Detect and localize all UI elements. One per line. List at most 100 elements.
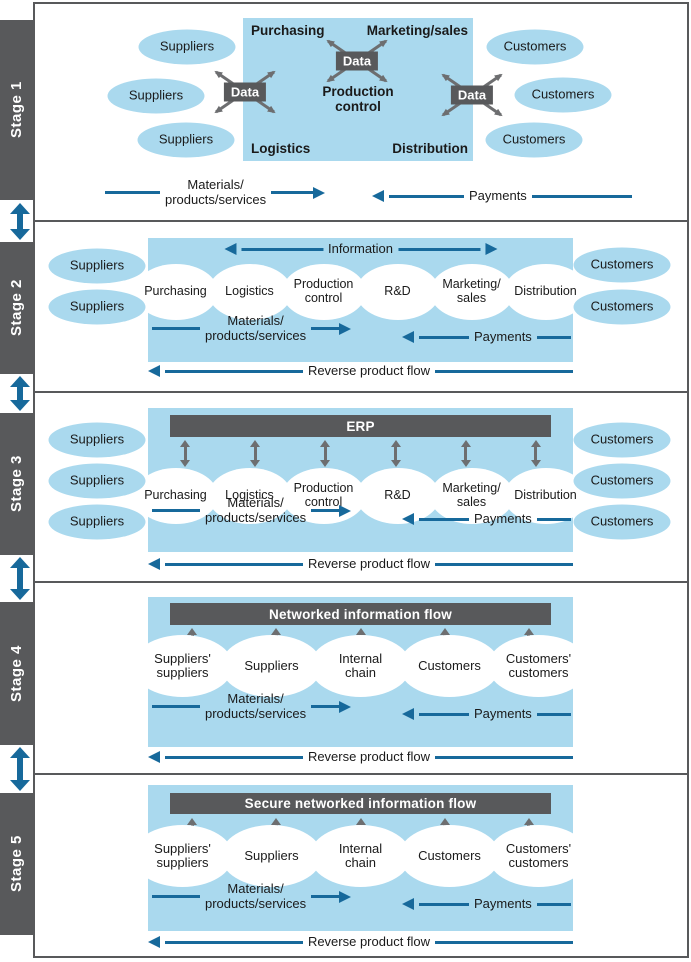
- payments-flow-arrow: Payments: [402, 329, 571, 345]
- stage-3-rail-label: Stage 3: [8, 455, 25, 513]
- arrow-shaft: [536, 712, 571, 716]
- suppliers-ellipse: Suppliers: [48, 422, 146, 458]
- arrow-shaft: [536, 517, 571, 521]
- data-exchange-badge: Data: [434, 68, 510, 122]
- payments-flow-arrow: Payments: [402, 511, 571, 527]
- arrow-right: [311, 504, 352, 517]
- arrow-left-icon: [402, 513, 414, 526]
- function-label-logistics: Logistics: [251, 141, 311, 156]
- customers-ellipse: Customers: [573, 504, 671, 540]
- arrow-shaft: [17, 758, 23, 780]
- arrow-shaft: [435, 562, 573, 566]
- arrow-left-icon: [148, 365, 160, 378]
- materials-flow-label: Materials/ products/services: [205, 881, 307, 911]
- data-exchange-badge: Data: [319, 34, 395, 88]
- arrow-left-icon: [148, 751, 160, 764]
- reverse-product-flow-arrow: Reverse product flow: [148, 556, 573, 572]
- customers-ellipse: Customers: [514, 77, 612, 113]
- arrow-shaft: [165, 369, 303, 373]
- arrow-down-icon: [10, 780, 30, 791]
- arrow-shaft: [389, 194, 464, 198]
- stage-4-chain-box: Networked information flow Suppliers' su…: [132, 597, 589, 747]
- arrow-shaft: [536, 902, 571, 906]
- function-ellipse-purchasing: Purchasing: [133, 264, 218, 320]
- stage-3-panel: ERP Purchasing Logistics Production cont…: [33, 391, 689, 583]
- stage-5-panel: Secure networked information flow Suppli…: [33, 773, 689, 958]
- arrow-left-icon: [148, 936, 160, 949]
- arrow-shaft: [152, 895, 200, 899]
- stage-4-panel: Networked information flow Suppliers' su…: [33, 581, 689, 775]
- erp-bar: ERP: [170, 415, 551, 437]
- suppliers-ellipse: Suppliers: [138, 29, 236, 65]
- arrow-shaft: [165, 562, 303, 566]
- function-ellipse-logistics: Logistics: [207, 468, 292, 524]
- arrow-shaft: [152, 705, 200, 709]
- function-ellipse-distribution: Distribution: [503, 264, 588, 320]
- arrow-shaft: [435, 940, 573, 944]
- payments-flow-label: Payments: [474, 329, 532, 344]
- arrow-shaft: [419, 517, 469, 521]
- arrow-right: [311, 890, 352, 903]
- suppliers-ellipse: Suppliers: [48, 248, 146, 284]
- arrow-left-icon: [402, 898, 414, 911]
- payments-flow-label: Payments: [474, 896, 532, 911]
- reverse-product-flow-arrow: Reverse product flow: [148, 749, 573, 765]
- arrow-shaft: [152, 327, 200, 331]
- payments-flow-label: Payments: [474, 511, 532, 526]
- function-ellipse-row: Purchasing Logistics Production control …: [133, 468, 588, 524]
- arrow-right-icon: [339, 504, 352, 517]
- payments-flow-arrow: Payments: [402, 896, 571, 912]
- chain-ellipse-suppliers: Suppliers: [221, 825, 322, 887]
- stage-5-rail: Stage 5: [0, 793, 33, 935]
- data-exchange-badge: Data: [207, 65, 283, 119]
- arrow-left-icon: [402, 708, 414, 721]
- information-flow-arrow: Information: [223, 241, 498, 257]
- arrow-shaft: [165, 940, 303, 944]
- function-label-purchasing: Purchasing: [251, 23, 325, 38]
- stage-1-company-box: Purchasing Marketing/sales Production co…: [243, 18, 473, 161]
- customers-ellipse: Customers: [485, 122, 583, 158]
- reverse-product-flow-label: Reverse product flow: [307, 363, 431, 378]
- arrow-up-icon: [10, 747, 30, 758]
- payments-flow-arrow: Payments: [402, 706, 571, 722]
- arrow-left-icon: [372, 190, 384, 203]
- stage-3-chain-box: ERP Purchasing Logistics Production cont…: [133, 408, 588, 552]
- customers-ellipse: Customers: [573, 289, 671, 325]
- stage-transition-arrow-icon: [9, 376, 31, 411]
- stage-1-rail: Stage 1: [0, 20, 33, 200]
- data-chip: Data: [223, 82, 267, 102]
- vertical-double-arrow-icon: [183, 447, 187, 460]
- function-ellipse-row: Purchasing Logistics Production control …: [133, 264, 588, 320]
- function-ellipse-rnd: R&D: [355, 468, 440, 524]
- chain-ellipse-suppliers: Suppliers: [221, 635, 322, 697]
- materials-flow-arrow: Materials/ products/services: [152, 691, 352, 721]
- stage-1-panel: Purchasing Marketing/sales Production co…: [33, 2, 689, 222]
- materials-flow-arrow: Materials/ products/services: [152, 495, 352, 525]
- materials-flow-label: Materials/ products/services: [165, 177, 267, 207]
- stage-5-rail-label: Stage 5: [8, 835, 25, 893]
- arrow-shaft: [152, 509, 200, 513]
- chain-ellipse-row: Suppliers' suppliers Suppliers Internal …: [132, 635, 589, 697]
- stage-2-rail-label: Stage 2: [8, 279, 25, 337]
- stage-5-chain-box: Secure networked information flow Suppli…: [132, 785, 589, 931]
- arrow-right: [311, 700, 352, 713]
- payments-flow-label: Payments: [474, 706, 532, 721]
- reverse-product-flow-label: Reverse product flow: [307, 556, 431, 571]
- vertical-double-arrow-icon: [394, 447, 398, 460]
- function-label-distribution: Distribution: [392, 141, 468, 156]
- information-flow-label: Information: [327, 241, 394, 256]
- arrow-up-icon: [10, 376, 30, 387]
- arrow-shaft: [17, 387, 23, 400]
- customers-ellipse: Customers: [573, 422, 671, 458]
- chain-ellipse-internal-chain: Internal chain: [310, 825, 411, 887]
- arrow-up-icon: [10, 557, 30, 568]
- arrow-shaft: [105, 191, 160, 195]
- stage-transition-arrow-icon: [9, 747, 31, 791]
- arrow-shaft: [435, 755, 573, 759]
- chain-ellipse-suppliers-suppliers: Suppliers' suppliers: [132, 635, 233, 697]
- chain-ellipse-row: Suppliers' suppliers Suppliers Internal …: [132, 825, 589, 887]
- data-chip: Data: [335, 51, 379, 71]
- function-ellipse-distribution: Distribution: [503, 468, 588, 524]
- payments-flow-label: Payments: [469, 188, 527, 203]
